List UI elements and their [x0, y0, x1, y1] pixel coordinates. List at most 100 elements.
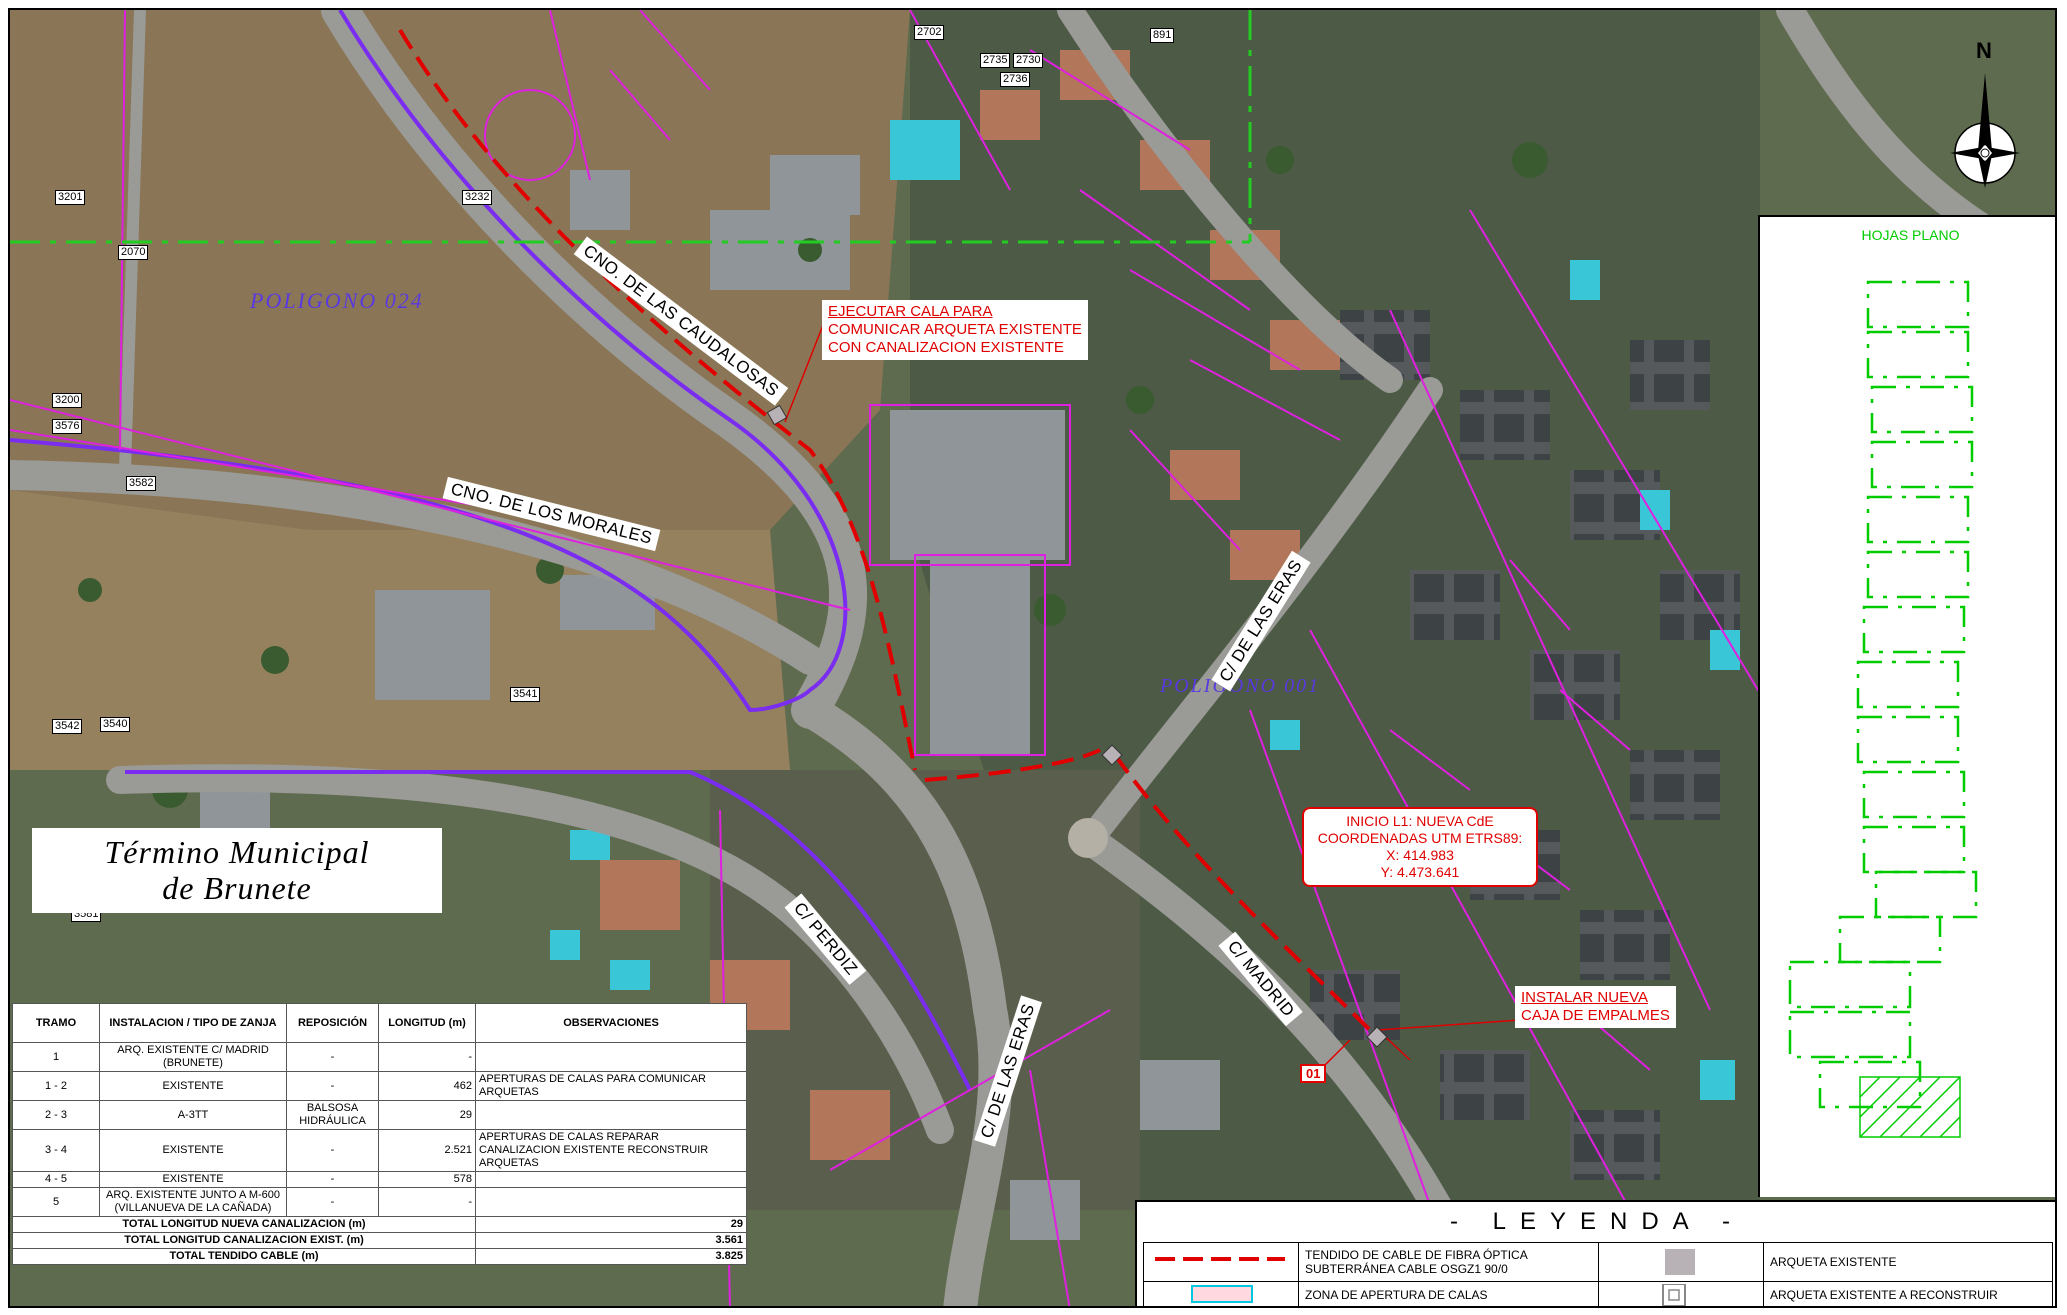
- parcel-label: 3582: [126, 476, 157, 491]
- table-cell: -: [286, 1129, 379, 1172]
- table-cell: -: [286, 1042, 379, 1072]
- table-cell: 2.521: [378, 1129, 476, 1172]
- table-header: LONGITUD (m): [378, 1003, 476, 1043]
- parcel-label: 3541: [510, 687, 541, 702]
- table-cell: -: [378, 1187, 476, 1217]
- annotation-line: COMUNICAR ARQUETA EXISTENTE: [828, 321, 1082, 338]
- table-total-row: TOTAL TENDIDO CABLE (m)3.825: [12, 1248, 747, 1265]
- sheets-index-map[interactable]: [1760, 217, 2057, 1197]
- square-in-square-icon: [1662, 1283, 1686, 1306]
- annotation-line: INSTALAR NUEVA: [1521, 989, 1648, 1006]
- table-cell: EXISTENTE: [99, 1171, 287, 1188]
- table-cell: [475, 1042, 747, 1072]
- table-cell: -: [286, 1187, 379, 1217]
- table-cell: ARQ. EXISTENTE C/ MADRID (BRUNETE): [99, 1042, 287, 1072]
- table-cell: 1 - 2: [12, 1071, 100, 1101]
- table-cell: 3 - 4: [12, 1129, 100, 1172]
- caja-annotation: INSTALAR NUEVA CAJA DE EMPALMES: [1515, 986, 1676, 1028]
- table-cell: BALSOSA HIDRÁULICA: [286, 1100, 379, 1130]
- municipality-line: de Brunete: [162, 870, 312, 906]
- legend-label: TENDIDO DE CABLE DE FIBRA ÓPTICA SUBTERR…: [1299, 1243, 1599, 1281]
- table-cell: [475, 1187, 747, 1217]
- annotation-line: CON CANALIZACION EXISTENTE: [828, 339, 1064, 356]
- table-cell: [475, 1171, 747, 1188]
- parcel-label: 3540: [100, 717, 131, 732]
- parcel-label: 2702: [914, 25, 945, 40]
- north-letter: N: [1976, 38, 1992, 63]
- parcel-label: 2730: [1013, 53, 1044, 68]
- parcel-label: 2736: [1000, 72, 1031, 87]
- legend-symbol: [1599, 1282, 1764, 1306]
- table-cell: -: [286, 1071, 379, 1101]
- table-cell: EXISTENTE: [99, 1071, 287, 1101]
- parcel-label: 3576: [52, 419, 83, 434]
- table-cell: 578: [378, 1171, 476, 1188]
- municipality-label: Término Municipal de Brunete: [32, 828, 442, 913]
- table-cell: 462: [378, 1071, 476, 1101]
- legend-title: - LEYENDA -: [1449, 1208, 1745, 1235]
- annotation-line: CAJA DE EMPALMES: [1521, 1007, 1670, 1024]
- legend: - LEYENDA - TENDIDO DE CABLE DE FIBRA ÓP…: [1135, 1200, 2055, 1306]
- north-arrow-icon: N: [1950, 38, 2020, 193]
- table-cell: -: [286, 1171, 379, 1188]
- table-cell: APERTURAS DE CALAS REPARAR CANALIZACION …: [475, 1129, 747, 1172]
- legend-row: TENDIDO DE CABLE DE FIBRA ÓPTICA SUBTERR…: [1143, 1242, 2053, 1282]
- table-header: OBSERVACIONES: [475, 1003, 747, 1043]
- legend-symbol: [1144, 1282, 1299, 1306]
- route-marker-label: 01: [1300, 1064, 1327, 1083]
- table-cell: 2 - 3: [12, 1100, 100, 1130]
- red-dashed-line-icon: [1155, 1257, 1285, 1261]
- table-cell: 1: [12, 1042, 100, 1072]
- total-label: TOTAL TENDIDO CABLE (m): [12, 1248, 476, 1265]
- tramos-table: TRAMO INSTALACION / TIPO DE ZANJA REPOSI…: [12, 1003, 747, 1265]
- legend-label: ARQUETA EXISTENTE A RECONSTRUIR: [1770, 1288, 1998, 1302]
- parcel-label: 3542: [52, 719, 83, 734]
- table-header-row: TRAMO INSTALACION / TIPO DE ZANJA REPOSI…: [12, 1003, 747, 1043]
- table-header: INSTALACION / TIPO DE ZANJA: [99, 1003, 287, 1043]
- table-cell: 4 - 5: [12, 1171, 100, 1188]
- municipality-line: Término Municipal: [104, 834, 370, 870]
- table-total-row: TOTAL LONGITUD NUEVA CANALIZACION (m)29: [12, 1216, 747, 1233]
- cala-annotation: EJECUTAR CALA PARA COMUNICAR ARQUETA EXI…: [822, 300, 1088, 360]
- legend-row: ZONA DE APERTURA DE CALAS ARQUETA EXISTE…: [1143, 1282, 2053, 1306]
- table-cell: APERTURAS DE CALAS PARA COMUNICAR ARQUET…: [475, 1071, 747, 1101]
- compass-rose-icon: [1950, 73, 2020, 188]
- inicio-callout: INICIO L1: NUEVA CdE COORDENADAS UTM ETR…: [1302, 807, 1538, 887]
- parcel-label: 891: [1150, 28, 1175, 43]
- table-cell: 29: [378, 1100, 476, 1130]
- cyan-rectangle-icon: [1191, 1285, 1253, 1303]
- legend-label: ARQUETA EXISTENTE: [1770, 1255, 1897, 1269]
- parcel-label: 3201: [55, 190, 86, 205]
- total-value: 3.561: [475, 1232, 747, 1249]
- polygon-label: POLIGONO 024: [250, 288, 424, 313]
- grey-square-icon: [1665, 1249, 1695, 1277]
- table-cell: EXISTENTE: [99, 1129, 287, 1172]
- table-cell: -: [378, 1042, 476, 1072]
- sheets-title: HOJAS PLANO: [1861, 227, 1960, 243]
- annotation-line: COORDENADAS UTM ETRS89:: [1317, 830, 1523, 846]
- table-cell: 5: [12, 1187, 100, 1217]
- table-header: REPOSICIÓN: [286, 1003, 379, 1043]
- table-total-row: TOTAL LONGITUD CANALIZACION EXIST. (m)3.…: [12, 1232, 747, 1249]
- annotation-line: INICIO L1: NUEVA CdE: [1346, 813, 1494, 829]
- legend-symbol: [1599, 1243, 1764, 1281]
- table-cell: [475, 1100, 747, 1130]
- legend-label: ZONA DE APERTURA DE CALAS: [1299, 1282, 1599, 1306]
- table-cell: ARQ. EXISTENTE JUNTO A M-600 (VILLANUEVA…: [99, 1187, 287, 1217]
- total-label: TOTAL LONGITUD CANALIZACION EXIST. (m): [12, 1232, 476, 1249]
- sheets-panel: HOJAS PLANO: [1758, 215, 2057, 1197]
- annotation-line: X: 414.983: [1386, 847, 1454, 863]
- total-value: 3.825: [475, 1248, 747, 1265]
- table-cell: A-3TT: [99, 1100, 287, 1130]
- table-header: TRAMO: [12, 1003, 100, 1043]
- annotation-line: Y: 4.473.641: [1380, 864, 1460, 880]
- map-frame: 2702 891 2735 2730 2736 3201 3232 2070 3…: [8, 8, 2057, 1308]
- total-value: 29: [475, 1216, 747, 1233]
- annotation-line: EJECUTAR CALA PARA: [828, 303, 993, 320]
